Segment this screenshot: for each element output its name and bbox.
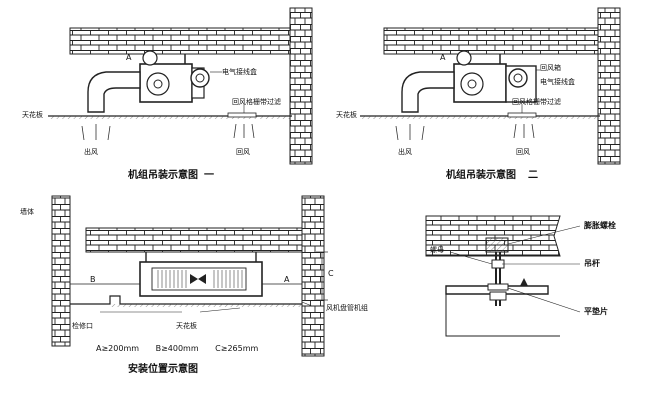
- label-rod-4: 吊杆: [584, 259, 600, 268]
- dim-b: B≥400mm: [155, 344, 199, 353]
- label-wall-3: 墙体: [20, 208, 34, 216]
- caption-number-2: 二: [528, 170, 538, 181]
- caption-2: 机组吊装示意图: [446, 170, 516, 181]
- label-ceiling-1: 天花板: [22, 111, 43, 119]
- label-return-grille-2: 回风格栅带过滤: [512, 98, 561, 106]
- label-a-1: A: [126, 53, 132, 62]
- label-nut-4: 螺母: [430, 246, 444, 254]
- label-supply-1: 出风: [84, 148, 98, 156]
- label-a-3: A: [284, 275, 290, 284]
- diagram-3: [51, 195, 328, 357]
- label-ceiling-3: 天花板: [176, 322, 197, 330]
- dim-c: C≥265mm: [215, 344, 259, 353]
- supply-duct-2: [401, 71, 455, 113]
- motor-icon: [190, 68, 210, 88]
- supply-duct-1: [87, 71, 141, 113]
- caption-1: 机组吊装示意图: [128, 170, 198, 181]
- left-wall-3: [51, 195, 71, 347]
- label-elec-box-1: 电气接线盒: [222, 68, 257, 76]
- label-expansion-bolt-4: 膨胀螺栓: [584, 221, 616, 230]
- label-duct-3: 风机盘管机组: [326, 304, 368, 312]
- label-elec-box-2: 电气接线盒: [540, 78, 575, 86]
- label-ceiling-2: 天花板: [336, 111, 357, 119]
- expansion-bolt-icon: [485, 237, 509, 253]
- label-supply-2: 出风: [398, 148, 412, 156]
- ceiling-slab-3: [85, 227, 307, 253]
- label-return-box-2: 回风箱: [540, 64, 561, 72]
- label-washer-4: 平垫片: [584, 307, 608, 316]
- label-b-3: B: [90, 275, 96, 284]
- label-access-3: 检修口: [72, 322, 93, 330]
- wall-1: [289, 7, 313, 165]
- ceiling-slab-2: [383, 27, 609, 55]
- label-return-1: 回风: [236, 148, 250, 156]
- label-a-2: A: [440, 53, 446, 62]
- fan-icon: [146, 72, 170, 96]
- washer-icon: [487, 283, 509, 291]
- diagram-2: [360, 7, 621, 165]
- diagram-4: [425, 215, 581, 337]
- ceiling-section-4: [425, 215, 561, 257]
- right-wall-3: [301, 195, 325, 357]
- ceiling-slab-1: [69, 27, 307, 55]
- dim-a: A≥200mm: [96, 344, 140, 353]
- label-return-2: 回风: [516, 148, 530, 156]
- label-return-grille-1: 回风格栅带过滤: [232, 98, 281, 106]
- caption-number-1: 一: [204, 170, 214, 181]
- label-c-3: C: [328, 269, 334, 278]
- caption-3: 安装位置示意图: [128, 364, 198, 375]
- dimension-requirements: A≥200mm B≥400mm C≥265mm: [96, 344, 272, 354]
- wall-2: [597, 7, 621, 165]
- diagram-1: [48, 7, 313, 165]
